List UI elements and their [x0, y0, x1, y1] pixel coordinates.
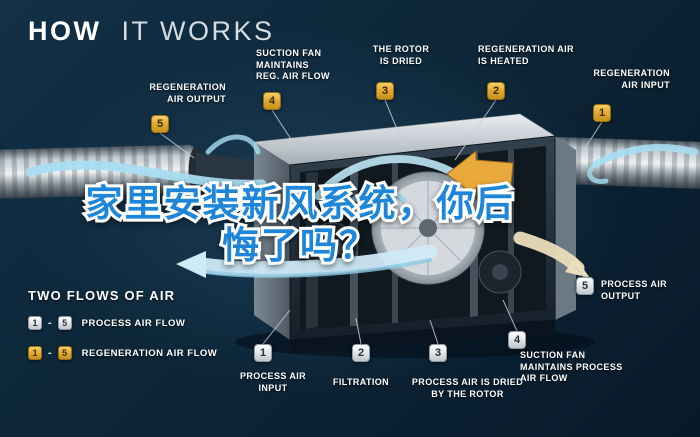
- legend-heading: TWO FLOWS OF AIR: [28, 288, 176, 303]
- heater-arrow-icon: [446, 149, 514, 199]
- legend-badge-process-to: 5: [57, 316, 72, 330]
- legend-badge-regen-from: 1: [28, 346, 42, 360]
- badge-process-step-4: 4: [508, 331, 526, 349]
- regen-fan-icon: [478, 250, 522, 294]
- page-title: HOW IT WORKS: [28, 16, 275, 47]
- badge-process-step-3: 3: [429, 344, 447, 362]
- watermark-line1: 家里安装新风系统，你后: [86, 183, 515, 224]
- label-suction-fan-reg: SUCTION FAN MAINTAINS REG. AIR FLOW: [256, 48, 330, 82]
- legend-label-process: PROCESS AIR FLOW: [81, 317, 186, 329]
- title-light: IT WORKS: [121, 16, 275, 46]
- title-bold: HOW: [28, 16, 102, 46]
- process-ribbon-icon: [194, 244, 438, 277]
- leader-lines: [159, 99, 603, 345]
- badge-regen-step-4: 4: [263, 92, 281, 110]
- badge-regen-step-5: 5: [151, 115, 169, 133]
- airflow-swooshes: [25, 134, 699, 278]
- badge-regen-step-2: 2: [487, 82, 505, 100]
- badge-process-step-2: 2: [352, 344, 370, 362]
- badge-process-step-5: 5: [576, 277, 594, 295]
- legend-row-regeneration: 1 - 5 REGENERATION AIR FLOW: [28, 346, 217, 360]
- badge-process-step-1: 1: [254, 344, 272, 362]
- label-regeneration-air-output: REGENERATION AIR OUTPUT: [149, 82, 226, 104]
- left-duct-icon: [0, 144, 254, 199]
- legend-row-process: 1 - 5 PROCESS AIR FLOW: [28, 316, 185, 330]
- label-process-air-dried: PROCESS AIR IS DRIED BY THE ROTOR: [411, 377, 524, 399]
- watermark-line2: 悔了吗？: [222, 225, 378, 266]
- legend-dash: -: [48, 347, 52, 359]
- badge-regen-step-3: 3: [376, 82, 394, 100]
- label-filtration: FILTRATION: [332, 377, 390, 387]
- label-suction-fan-process: SUCTION FAN MAINTAINS PROCESS AIR FLOW: [520, 350, 623, 384]
- label-rotor-dried: THE ROTOR IS DRIED: [372, 44, 430, 66]
- legend-badge-process-from: 1: [28, 316, 42, 330]
- label-process-air-input: PROCESS AIR INPUT: [239, 371, 307, 393]
- legend-label-regeneration: REGENERATION AIR FLOW: [81, 347, 218, 359]
- legend-badge-regen-to: 5: [57, 346, 72, 360]
- label-regeneration-air-input: REGENERATION AIR INPUT: [593, 68, 670, 90]
- badge-regen-step-1: 1: [593, 104, 611, 122]
- label-regeneration-air-heated: REGENERATION AIR IS HEATED: [478, 44, 574, 66]
- legend-dash: -: [48, 317, 52, 329]
- label-process-air-output: PROCESS AIR OUTPUT: [601, 279, 668, 301]
